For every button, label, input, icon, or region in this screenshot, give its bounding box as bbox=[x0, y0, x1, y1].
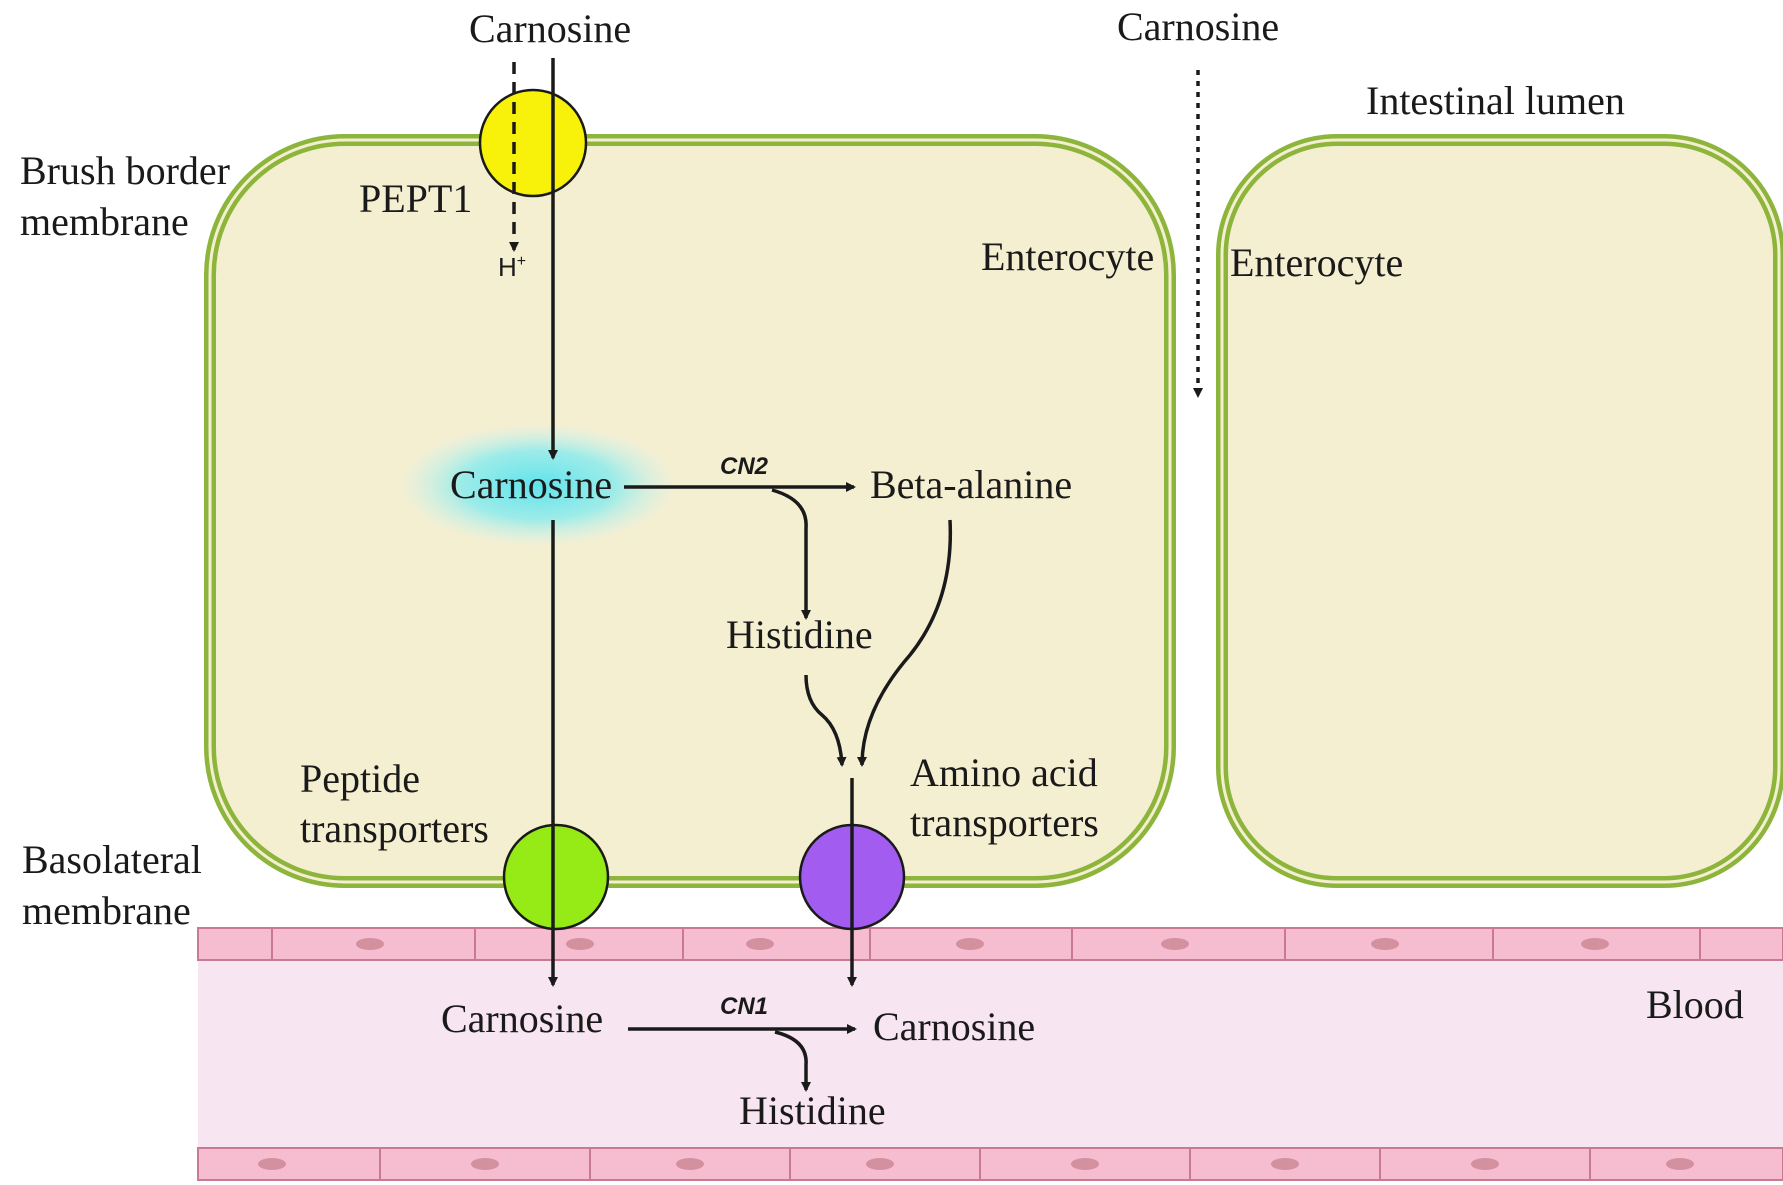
amino-acid-transporters-label-line2: transporters bbox=[910, 800, 1099, 845]
brush-border-label-line2: membrane bbox=[20, 199, 189, 244]
peptide-transporter bbox=[502, 823, 610, 931]
vessel-nucleus bbox=[1666, 1158, 1694, 1170]
enterocyte-cell-right bbox=[1216, 134, 1783, 888]
vessel-nucleus bbox=[356, 938, 384, 950]
carnosine-glow bbox=[398, 423, 678, 547]
histidine-blood-label: Histidine bbox=[739, 1088, 886, 1133]
intestinal-lumen-label: Intestinal lumen bbox=[1366, 78, 1625, 123]
enterocyte-cell-left bbox=[204, 134, 1176, 888]
cn1-enzyme-label: CN1 bbox=[720, 993, 768, 1020]
pept1-transporter bbox=[478, 88, 588, 198]
beta-alanine-to-transporter-arrow bbox=[857, 519, 953, 767]
vessel-lumen bbox=[198, 960, 1783, 1148]
pept1-label: PEPT1 bbox=[359, 176, 472, 221]
peptide-transporters-label-line2: transporters bbox=[300, 806, 489, 851]
blood-vessel bbox=[197, 927, 1783, 1181]
histidine-intracellular-label: Histidine bbox=[726, 612, 873, 657]
vessel-nucleus bbox=[1471, 1158, 1499, 1170]
carnosine-intracellular-label: Carnosine bbox=[450, 462, 612, 507]
vessel-nucleus bbox=[866, 1158, 894, 1170]
vessel-nucleus bbox=[258, 1158, 286, 1170]
beta-alanine-label: Beta-alanine bbox=[870, 462, 1072, 507]
enterocyte-left-label: Enterocyte bbox=[981, 234, 1154, 279]
vessel-nucleus bbox=[566, 938, 594, 950]
cn1-histidine-branch-arrow bbox=[774, 1030, 811, 1092]
carnosine-lumen-right-label: Carnosine bbox=[1117, 4, 1279, 49]
amino-acid-transporters-label-line1: Amino acid bbox=[910, 750, 1098, 795]
brush-border-label-line1: Brush border bbox=[20, 148, 230, 193]
vessel-nucleus bbox=[956, 938, 984, 950]
carnosine-lumen-label: Carnosine bbox=[469, 6, 631, 51]
vessel-nucleus bbox=[1271, 1158, 1299, 1170]
carnosine-blood-left-label: Carnosine bbox=[441, 996, 603, 1041]
cn2-enzyme-label: CN2 bbox=[720, 453, 769, 480]
vessel-nucleus bbox=[676, 1158, 704, 1170]
proton-symbol: H bbox=[498, 252, 517, 282]
histidine-to-transporter-arrow bbox=[804, 674, 847, 767]
basolateral-label-line1: Basolateral bbox=[22, 837, 202, 882]
vessel-wall-top bbox=[197, 927, 1783, 961]
proton-label: H+ bbox=[498, 252, 526, 282]
peptide-transporters-label-line1: Peptide bbox=[300, 756, 420, 801]
vessel-nucleus bbox=[1161, 938, 1189, 950]
vessel-wall-bottom bbox=[197, 1147, 1783, 1181]
vessel-nucleus bbox=[1371, 938, 1399, 950]
vessel-nucleus bbox=[1071, 1158, 1099, 1170]
vessel-nucleus bbox=[1581, 938, 1609, 950]
vessel-nucleus bbox=[471, 1158, 499, 1170]
cn2-histidine-branch-arrow bbox=[771, 488, 811, 620]
enterocyte-right-label: Enterocyte bbox=[1230, 240, 1403, 285]
carnosine-blood-right-label: Carnosine bbox=[873, 1004, 1035, 1049]
vessel-nucleus bbox=[746, 938, 774, 950]
blood-label: Blood bbox=[1646, 982, 1744, 1027]
basolateral-label-line2: membrane bbox=[22, 888, 191, 933]
proton-charge: + bbox=[517, 253, 526, 270]
